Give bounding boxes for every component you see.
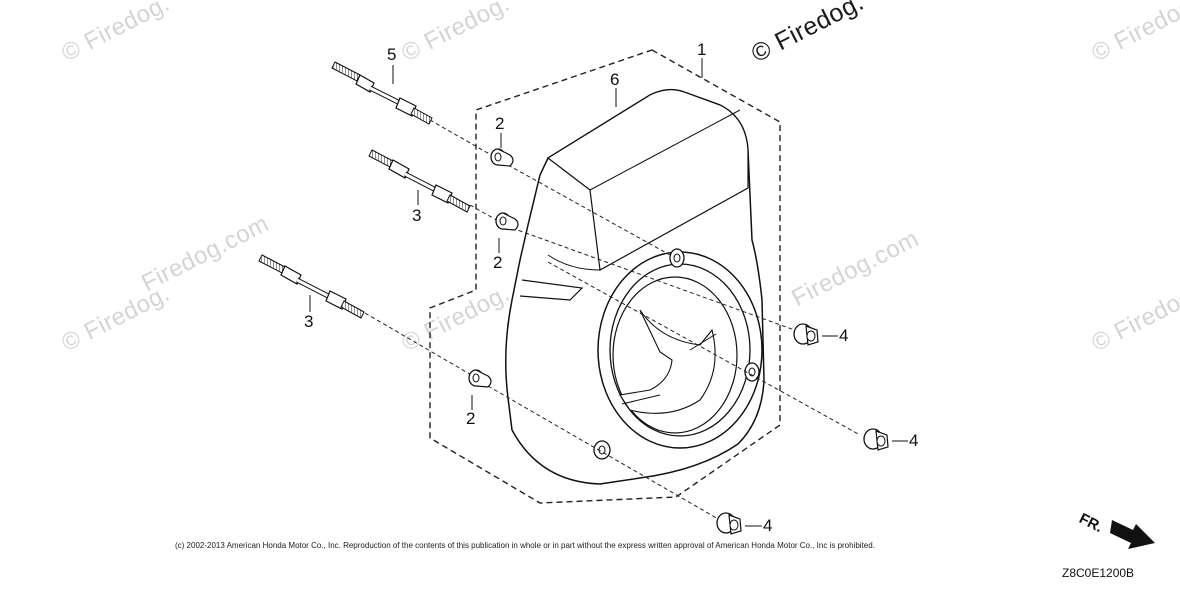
callout-label: 6 xyxy=(610,70,620,89)
collar xyxy=(495,212,519,231)
callout-label: 2 xyxy=(493,253,503,272)
drawing-code: Z8C0E1200B xyxy=(1062,566,1135,580)
callout-label: 2 xyxy=(495,114,505,133)
callout-label: 4 xyxy=(909,431,919,450)
fan-cover xyxy=(505,88,765,485)
flange-nut xyxy=(716,512,742,535)
copyright-notice: (c) 2002-2013 American Honda Motor Co., … xyxy=(175,541,875,550)
callout-label: 3 xyxy=(304,312,314,331)
callout-label: 4 xyxy=(763,516,773,535)
stud-bolt xyxy=(258,254,365,319)
flange-nut xyxy=(793,323,819,346)
callout-label: 3 xyxy=(412,206,422,225)
stud-bolt xyxy=(368,149,471,213)
grommet xyxy=(593,440,611,460)
collar xyxy=(468,369,492,388)
callout-label: 2 xyxy=(466,409,476,428)
callout-label: 5 xyxy=(387,45,397,64)
collar xyxy=(490,148,514,167)
callout-label: 1 xyxy=(697,40,707,59)
stud-bolt xyxy=(331,61,433,125)
grommet xyxy=(744,362,760,382)
front-direction-arrow xyxy=(1110,520,1155,549)
grommet xyxy=(669,248,685,268)
assembly-leaders xyxy=(364,119,861,521)
flange-nut xyxy=(863,428,889,451)
callout-label: 4 xyxy=(839,326,849,345)
callout-leaders xyxy=(309,58,908,527)
